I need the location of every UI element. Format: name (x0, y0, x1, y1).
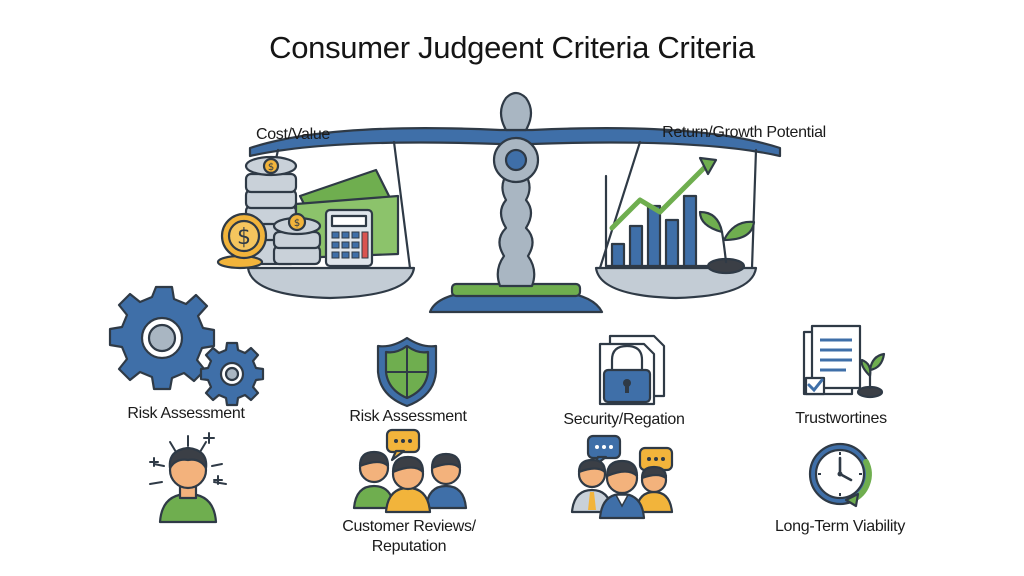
risk-assessment-label-2: Risk Assessment (349, 408, 467, 425)
business-people-chat-icon (570, 434, 674, 520)
svg-text:$: $ (268, 162, 274, 173)
risk-assessment-label-1: Risk Assessment (127, 405, 245, 422)
thinking-person-icon (149, 432, 227, 524)
cost-value-label: Cost/Value (255, 126, 331, 143)
balance-scale-icon: $ $ $ (216, 91, 782, 314)
svg-text:$: $ (294, 218, 300, 229)
clock-icon (808, 442, 872, 508)
return-growth-label: Return/Growth Potential (662, 124, 826, 141)
security-regation-label: Security/Regation (563, 411, 685, 428)
gold-coin-icon: $ (216, 212, 268, 270)
small-coin-stack-icon: $ (272, 212, 322, 266)
calculator-icon (324, 208, 374, 268)
padlock-icon (598, 334, 666, 406)
shield-icon (376, 336, 438, 408)
customer-reviews-label: Customer Reviews/ Reputation (342, 518, 476, 555)
trustwortines-label: Trustwortines (795, 410, 887, 427)
svg-text:$: $ (237, 225, 251, 250)
document-check-icon (802, 324, 886, 399)
diagram-title: Consumer Judgeent Criteria Criteria (269, 30, 755, 65)
sprout-icon (698, 210, 756, 275)
people-chat-icon (352, 428, 468, 514)
gears-icon (108, 285, 265, 407)
long-term-viability-label: Long-Term Viability (774, 518, 906, 535)
growth-chart-icon (604, 156, 718, 268)
